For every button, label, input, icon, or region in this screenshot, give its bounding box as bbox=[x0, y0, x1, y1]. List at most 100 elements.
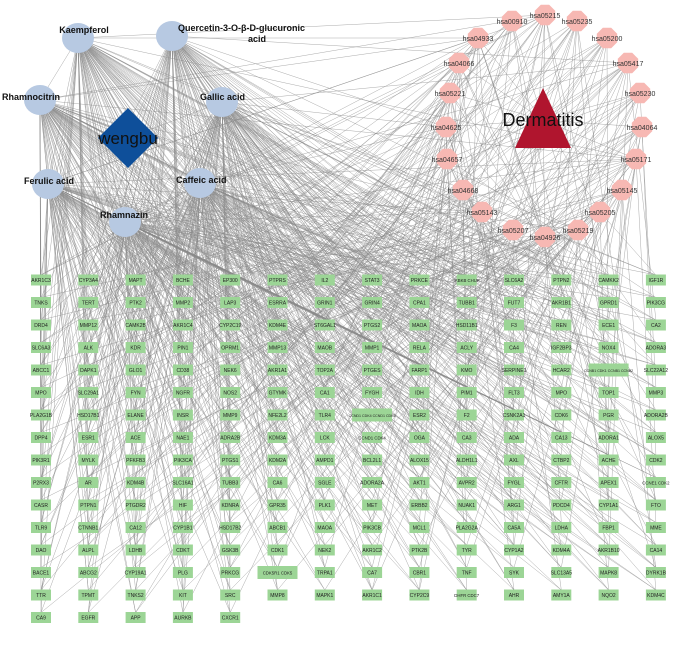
target-label-nek6: NEK6 bbox=[224, 368, 237, 374]
target-node bbox=[220, 544, 241, 556]
target-node bbox=[645, 364, 666, 376]
target-node bbox=[504, 319, 524, 331]
target-label-pik3r1: PIK3R1 bbox=[32, 458, 49, 464]
target-label-adra2b: ADRA2B bbox=[220, 436, 241, 442]
target-label-adora2a: ADORA2A bbox=[360, 481, 385, 487]
compound-label: Rhamnazin bbox=[100, 210, 148, 220]
target-node bbox=[409, 297, 430, 308]
target-node bbox=[220, 274, 241, 286]
target-label-idh: IDH bbox=[415, 391, 424, 397]
target-label-ca6: CA6 bbox=[273, 481, 283, 487]
target-label-axl: AXL bbox=[509, 458, 519, 464]
target-node bbox=[172, 274, 193, 286]
target-label-nos2: NOS2 bbox=[223, 391, 237, 397]
target-label-kdm4a: KDM4A bbox=[553, 548, 571, 554]
target-node bbox=[172, 567, 193, 578]
target-label-ca9: CA9 bbox=[36, 616, 46, 622]
target-node bbox=[172, 387, 193, 398]
target-label-tubb1: TUBB1 bbox=[459, 301, 475, 307]
target-node bbox=[314, 409, 335, 421]
target-node bbox=[456, 499, 477, 511]
target-label-cbr1: CBR1 bbox=[413, 571, 427, 577]
pathway-label: hsa05205 bbox=[585, 210, 616, 217]
target-node bbox=[456, 297, 477, 308]
target-node bbox=[645, 387, 666, 398]
target-label-drd4: DRD4 bbox=[34, 323, 48, 329]
target-label-nox4: NOX4 bbox=[602, 346, 616, 352]
pathway-node bbox=[501, 10, 523, 32]
target-node bbox=[551, 499, 572, 511]
target-label-slc13a5: SLC13A5 bbox=[551, 571, 573, 577]
target-node bbox=[645, 567, 666, 578]
target-node bbox=[551, 319, 572, 331]
target-node bbox=[645, 589, 666, 601]
target-label-fygh: FYGH bbox=[365, 391, 379, 397]
target-node bbox=[78, 567, 99, 578]
target-node bbox=[409, 522, 430, 533]
target-node bbox=[220, 297, 241, 308]
target-node bbox=[314, 454, 335, 466]
target-node bbox=[31, 589, 51, 601]
target-label-hif: HIF bbox=[179, 503, 187, 509]
pathway-label: hsa05230 bbox=[625, 91, 656, 98]
target-node bbox=[645, 342, 666, 353]
target-node bbox=[31, 387, 51, 398]
target-node bbox=[456, 319, 477, 331]
target-label-maoa: MAOA bbox=[412, 323, 427, 329]
target-label-kdm4b: KDM4B bbox=[127, 481, 145, 487]
target-label-f2: F2 bbox=[464, 413, 470, 419]
target-label-cdk5r1-cdk5: CDK5R1 CDK5 bbox=[263, 571, 293, 576]
target-node bbox=[504, 477, 524, 488]
target-node bbox=[125, 567, 146, 578]
target-node bbox=[456, 522, 477, 533]
target-node bbox=[314, 387, 335, 398]
target-label-cyp3a4: CYP3A4 bbox=[79, 278, 98, 284]
target-label-farp1: FARP1 bbox=[411, 368, 427, 374]
target-label-ahr: AHR bbox=[509, 593, 520, 599]
pathway-label: hsa05145 bbox=[607, 188, 638, 195]
target-label-mme: MME bbox=[650, 526, 662, 532]
target-node bbox=[31, 432, 51, 443]
target-label-mmp9: MMP9 bbox=[223, 413, 238, 419]
target-node bbox=[551, 409, 572, 421]
target-node bbox=[598, 454, 619, 466]
target-label-trpa1: TRPA1 bbox=[317, 571, 333, 577]
target-label-dapk1: DAPK1 bbox=[80, 368, 97, 374]
target-node bbox=[220, 432, 241, 443]
pathway-node bbox=[435, 116, 457, 138]
pathway-label: hsa05200 bbox=[592, 36, 623, 43]
target-node bbox=[78, 477, 99, 488]
target-node bbox=[456, 364, 477, 376]
target-node bbox=[125, 342, 146, 353]
target-node bbox=[314, 319, 335, 331]
target-node bbox=[31, 364, 51, 376]
target-node bbox=[220, 522, 241, 533]
pathway-label: hsa05417 bbox=[613, 61, 644, 68]
target-node bbox=[551, 342, 572, 353]
pathway-label: hsa04064 bbox=[627, 125, 658, 132]
pathway-node bbox=[596, 27, 618, 49]
target-node bbox=[598, 432, 619, 443]
target-label-top2a: TOP2A bbox=[317, 368, 334, 374]
target-label-cyp19a1: CYP19A1 bbox=[125, 571, 147, 577]
target-node bbox=[645, 409, 666, 421]
target-label-glo1: GLO1 bbox=[129, 368, 143, 374]
target-node bbox=[362, 297, 383, 308]
target-label-nae1: NAE1 bbox=[176, 436, 189, 442]
target-node bbox=[362, 387, 383, 398]
target-node bbox=[551, 567, 572, 578]
compound-label: Rhamnocitrin bbox=[2, 92, 60, 102]
target-node bbox=[31, 522, 51, 533]
target-node bbox=[551, 589, 572, 601]
target-node bbox=[125, 589, 146, 601]
target-node bbox=[314, 499, 335, 511]
target-node bbox=[31, 274, 51, 286]
target-node bbox=[598, 409, 619, 421]
target-node bbox=[314, 364, 335, 376]
target-node bbox=[78, 589, 99, 601]
target-label-akr1b1: AKR1B1 bbox=[552, 301, 571, 307]
target-label-casr: CASR bbox=[34, 503, 48, 509]
target-node bbox=[220, 364, 241, 376]
target-label-mmp2: MMP2 bbox=[176, 301, 191, 307]
